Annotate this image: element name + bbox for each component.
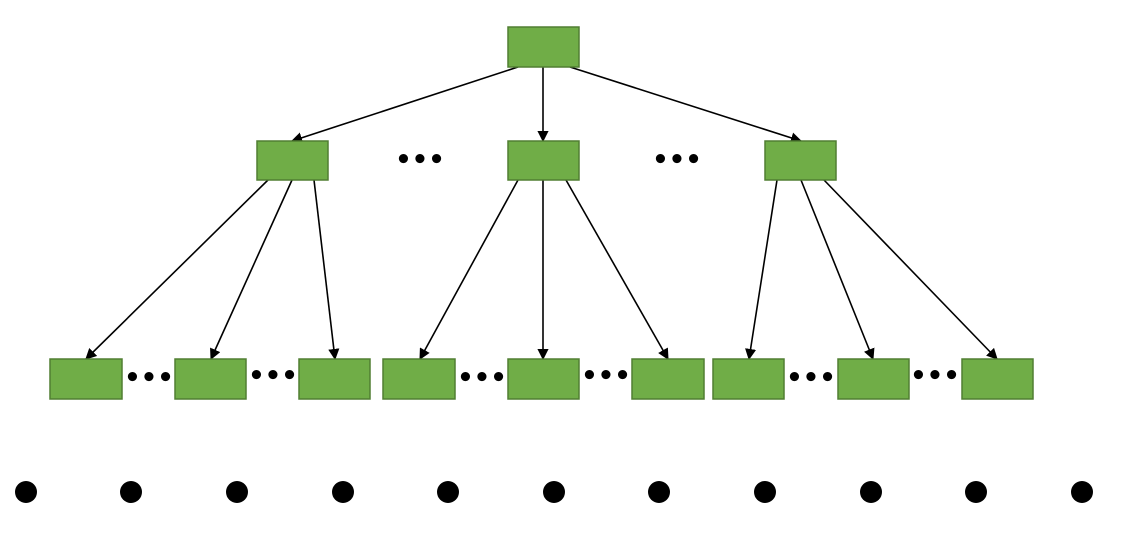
leaf-ellipsis-4: ••• — [786, 363, 836, 393]
edge-mid-0-leaf-2 — [313, 179, 340, 361]
leaf-node-1 — [174, 358, 247, 400]
edge-mid-2-leaf-6 — [745, 179, 778, 361]
leaf-node-8 — [961, 358, 1034, 400]
continuation-dot — [437, 481, 459, 503]
mid-ellipsis-0: ••• — [395, 145, 445, 175]
continuation-dot — [965, 481, 987, 503]
edge-root-mid-2 — [569, 66, 803, 144]
leaf-node-6 — [712, 358, 785, 400]
edge-mid-0-leaf-1 — [210, 179, 293, 361]
edge-root-mid-0 — [290, 66, 519, 144]
continuation-dot — [226, 481, 248, 503]
continuation-dot — [648, 481, 670, 503]
leaf-node-7 — [837, 358, 910, 400]
mid-node-2 — [764, 140, 837, 181]
continuation-dot — [120, 481, 142, 503]
edge-mid-1-leaf-3 — [419, 179, 519, 360]
leaf-ellipsis-5: ••• — [910, 361, 960, 391]
leaf-node-3 — [382, 358, 456, 400]
nodes-group — [49, 26, 1034, 400]
leaf-ellipsis-1: ••• — [248, 361, 298, 391]
continuation-dot — [15, 481, 37, 503]
edge-mid-1-leaf-5 — [565, 179, 669, 360]
continuation-dot — [1071, 481, 1093, 503]
leaf-node-5 — [631, 358, 705, 400]
continuation-dot — [332, 481, 354, 503]
continuation-dots-group — [15, 481, 1093, 503]
mid-node-1 — [507, 140, 580, 181]
leaf-ellipsis-3: ••• — [581, 361, 631, 391]
leaf-node-0 — [49, 358, 123, 400]
edge-mid-2-leaf-7 — [800, 179, 875, 361]
mid-ellipsis-1: ••• — [652, 145, 702, 175]
leaf-node-4 — [507, 358, 580, 400]
edge-mid-2-leaf-8 — [823, 179, 998, 360]
continuation-dot — [543, 481, 565, 503]
leaf-node-2 — [298, 358, 371, 400]
edge-mid-0-leaf-0 — [85, 179, 269, 360]
mid-node-0 — [256, 140, 329, 181]
leaf-ellipsis-0: ••• — [124, 363, 174, 393]
leaf-ellipsis-2: ••• — [457, 363, 507, 393]
root-node — [507, 26, 580, 68]
continuation-dot — [860, 481, 882, 503]
ellipses-group: ••• ••• ••• ••• ••• ••• ••• ••• — [124, 145, 960, 393]
continuation-dot — [754, 481, 776, 503]
edges-group — [85, 66, 998, 361]
